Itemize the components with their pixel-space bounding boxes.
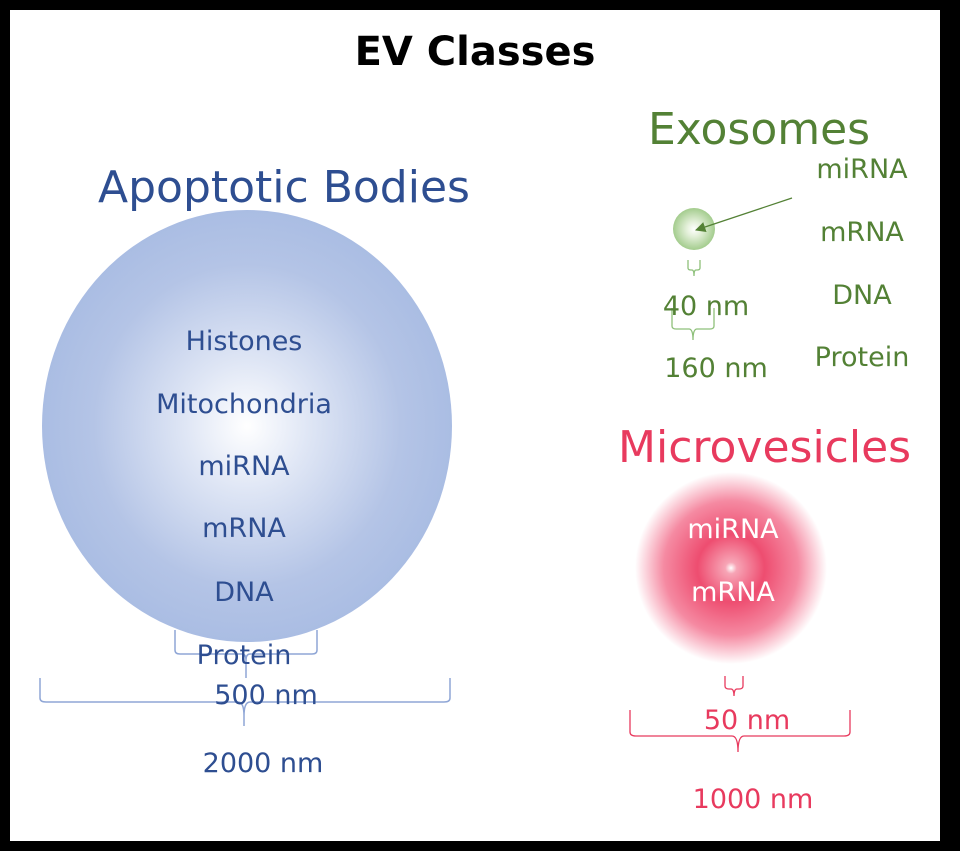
microvesicle-circle [635, 472, 827, 664]
exosome-circle [673, 208, 715, 250]
page-title: EV Classes [354, 29, 596, 75]
apoptotic-content-item: miRNA [198, 451, 290, 482]
exosome-content-item: Protein [814, 342, 910, 373]
microvesicle-content-item: miRNA [687, 514, 779, 545]
apoptotic-size-max-label: 2000 nm [202, 748, 324, 779]
microvesicles-heading: Microvesicles [618, 422, 912, 473]
apoptotic-bodies-heading: Apoptotic Bodies [98, 162, 470, 213]
microvesicle-content-item: mRNA [691, 577, 775, 608]
apoptotic-size-min-label: 500 nm [214, 680, 318, 711]
apoptotic-content-item: mRNA [202, 513, 286, 544]
diagram-graphics [39, 197, 851, 753]
exosome-pointer-arrow [695, 197, 793, 232]
exosome-content-item: mRNA [820, 217, 904, 248]
exosome-content-item: miRNA [816, 154, 908, 185]
exosome-size-max-label: 160 nm [664, 353, 768, 384]
apoptotic-body-circle [42, 210, 452, 642]
apoptotic-content-item: Mitochondria [156, 389, 332, 420]
exosome-small-brace [687, 260, 701, 277]
microvesicle-small-brace [724, 676, 744, 697]
microvesicle-large-brace [629, 710, 851, 753]
diagram-canvas: EV Classes Apoptotic Bodies Histones Mit… [10, 10, 940, 841]
apoptotic-content-item: Histones [185, 326, 303, 357]
microvesicle-size-min-label: 50 nm [703, 705, 791, 736]
apoptotic-content-item: Protein [196, 640, 292, 671]
apoptotic-content-item: DNA [214, 577, 274, 608]
exosome-size-min-label: 40 nm [662, 291, 750, 322]
exosome-large-brace [671, 308, 715, 341]
microvesicle-size-max-label: 1000 nm [692, 784, 814, 815]
exosome-content-item: DNA [832, 280, 892, 311]
exosomes-heading: Exosomes [648, 104, 871, 155]
